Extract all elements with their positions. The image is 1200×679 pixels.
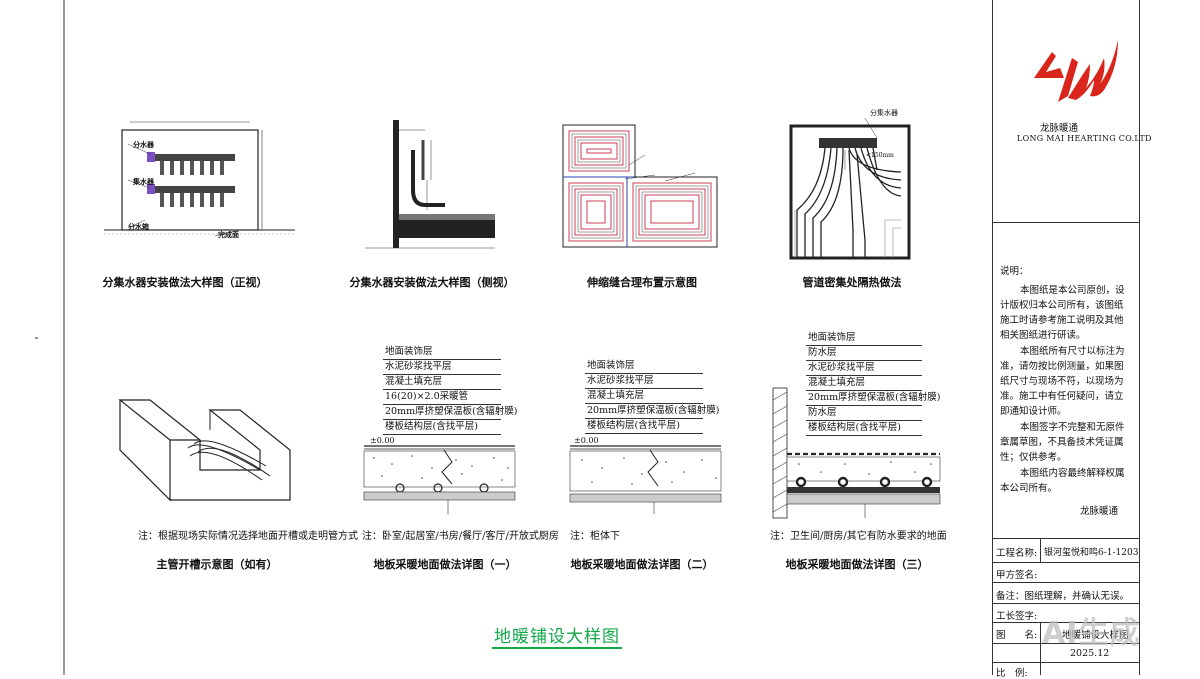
- caption-floor-2: 地板采暖地面做法详图（二）: [570, 558, 714, 571]
- expansion-joint-drawing: [562, 124, 718, 248]
- layer-1: 地面装饰层: [585, 359, 703, 374]
- label-box: 分水箱: [128, 222, 149, 231]
- sheet-title: 地暖铺设大样图: [492, 622, 622, 649]
- label-manifold-dense: 分集水器: [870, 109, 898, 117]
- layer-5: 楼板结构层(含找平层): [585, 419, 703, 434]
- note-trench: 注：根据现场实际情况选择地面开槽或走明管方式: [138, 531, 358, 542]
- caption-floor-3: 地板采暖地面做法详图（三）: [785, 558, 929, 571]
- caption-dense-pipe: 管道密集处隔热做法: [802, 276, 902, 289]
- note-floor-2: 注：柜体下: [570, 531, 620, 542]
- section-floor-3: [772, 387, 941, 519]
- manifold-side-drawing: [365, 120, 495, 249]
- ai-watermark: AI生成: [1042, 616, 1141, 651]
- explain-item-4: 本图纸内容最终解释权属本公司所有。: [1000, 468, 1125, 494]
- drawing-value: 地暖铺设大样图: [1062, 630, 1129, 641]
- layer-5: 20mm厚挤塑保温板(含辐射膜): [383, 405, 518, 420]
- section-floor-2: [569, 445, 722, 514]
- zero-floor-2: ±0.00: [574, 436, 599, 445]
- company-name-en: LONG MAI HEARTING CO.LTD: [1017, 134, 1152, 143]
- layer-6: 楼板结构层(含找平层): [383, 420, 501, 435]
- label-return: 集水器: [133, 177, 154, 186]
- label-spacing: <150mm: [866, 152, 894, 159]
- dense-pipe-drawing: [789, 117, 911, 260]
- drawing-label: 图 名:: [996, 630, 1038, 641]
- layer-4: 16(20)×2.0采暖管: [383, 390, 501, 405]
- explanation-notes: 说明： 本图纸是本公司原创，设计版权归本公司所有，该图纸施工时请参考施工说明及其…: [1000, 264, 1130, 519]
- date-value: 2025.12: [1070, 648, 1110, 659]
- explain-item-2: 本图纸所有尺寸以标注为准，请勿按比例测量，如果图纸尺寸与现场不符，以现场为准。施…: [1000, 346, 1125, 417]
- manifold-front-drawing: [104, 121, 295, 237]
- project-value: 银河玺悦和鸣6-1-1203: [1044, 548, 1139, 558]
- caption-floor-1: 地板采暖地面做法详图（一）: [373, 558, 517, 571]
- company-logo-icon: [1034, 40, 1118, 102]
- zero-floor-1: ±0.00: [370, 436, 395, 445]
- layer-2: 水泥砂浆找平层: [383, 360, 501, 375]
- foreman-label: 工长签字:: [996, 611, 1038, 622]
- layers-floor-3: 地面装饰层 防水层 水泥砂浆找平层 混凝土填充层 20mm厚挤塑保温板(含辐射膜…: [806, 331, 941, 436]
- project-label: 工程名称:: [996, 548, 1038, 559]
- label-supply: 分水器: [133, 140, 154, 149]
- layers-floor-2: 地面装饰层 水泥砂浆找平层 混凝土填充层 20mm厚挤塑保温板(含辐射膜) 楼板…: [585, 359, 720, 434]
- section-floor-1: [363, 445, 516, 514]
- explain-sign: 龙脉暖通: [1079, 506, 1118, 517]
- layer-3: 混凝土填充层: [585, 389, 703, 404]
- layers-floor-1: 地面装饰层 水泥砂浆找平层 混凝土填充层 16(20)×2.0采暖管 20mm厚…: [383, 345, 518, 435]
- trench-drawing: [118, 399, 291, 502]
- layer-6: 防水层: [806, 406, 922, 421]
- scale-label: 比 例:: [996, 668, 1028, 679]
- caption-expansion-joint: 伸缩缝合理布置示意图: [587, 276, 697, 289]
- caption-trench: 主管开槽示意图（如有）: [156, 558, 278, 571]
- remark: 备注：图纸理解，并确认无误。: [996, 591, 1130, 602]
- layer-4: 20mm厚挤塑保温板(含辐射膜): [585, 404, 720, 419]
- layer-2: 防水层: [806, 346, 922, 361]
- caption-manifold-front: 分集水器安装做法大样图（正视）: [102, 276, 268, 289]
- note-floor-3: 注：卫生间/厨房/其它有防水要求的地面: [770, 531, 947, 542]
- layer-1: 地面装饰层: [383, 345, 501, 360]
- partyA-label: 甲方签名:: [996, 570, 1038, 581]
- layer-3: 水泥砂浆找平层: [806, 361, 922, 376]
- layer-7: 楼板结构层(含找平层): [806, 421, 922, 436]
- explain-item-1: 本图纸是本公司原创，设计版权归本公司所有，该图纸施工时请参考施工说明及其他相关图…: [1000, 285, 1125, 341]
- layer-2: 水泥砂浆找平层: [585, 374, 703, 389]
- note-floor-1: 注：卧室/起居室/书房/餐厅/客厅/开放式厨房: [362, 531, 559, 542]
- layer-4: 混凝土填充层: [806, 376, 922, 391]
- layer-5: 20mm厚挤塑保温板(含辐射膜): [806, 391, 941, 406]
- company-name-cn: 龙脉暖通: [1040, 123, 1079, 134]
- label-floor: 完成面: [218, 230, 239, 239]
- layer-1: 地面装饰层: [806, 331, 922, 346]
- explain-heading: 说明：: [1000, 266, 1029, 277]
- title-block: [992, 0, 1140, 675]
- layer-3: 混凝土填充层: [383, 375, 501, 390]
- explain-item-3: 本图签字不完整和无原件章属草图，不具备技术凭证属性；仅供参考。: [1000, 422, 1125, 463]
- caption-manifold-side: 分集水器安装做法大样图（侧视）: [349, 276, 515, 289]
